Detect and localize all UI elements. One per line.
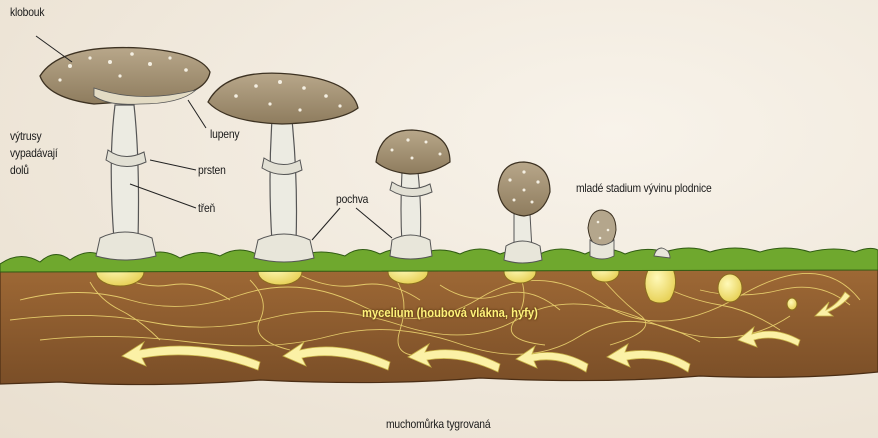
label-mlade-stadium: mladé stadium vývinu plodnice	[576, 180, 712, 197]
mushroom-4	[498, 162, 550, 263]
label-mycelium: mycelium (houbová vlákna, hyfy)	[362, 305, 538, 320]
caption: muchomůrka tygrovaná	[386, 416, 490, 433]
mushroom-6-emerging	[654, 248, 670, 258]
label-klobouk: klobouk	[10, 4, 44, 21]
label-tren: třeň	[198, 200, 215, 217]
label-prsten: prsten	[198, 162, 226, 179]
mushroom-3	[376, 130, 450, 259]
mushroom-2	[208, 73, 358, 262]
label-vytrusy: výtrusy vypadávají dolů	[10, 128, 70, 179]
label-pochva: pochva	[336, 191, 368, 208]
label-lupeny: lupeny	[210, 126, 239, 143]
mushroom-5	[588, 210, 616, 259]
